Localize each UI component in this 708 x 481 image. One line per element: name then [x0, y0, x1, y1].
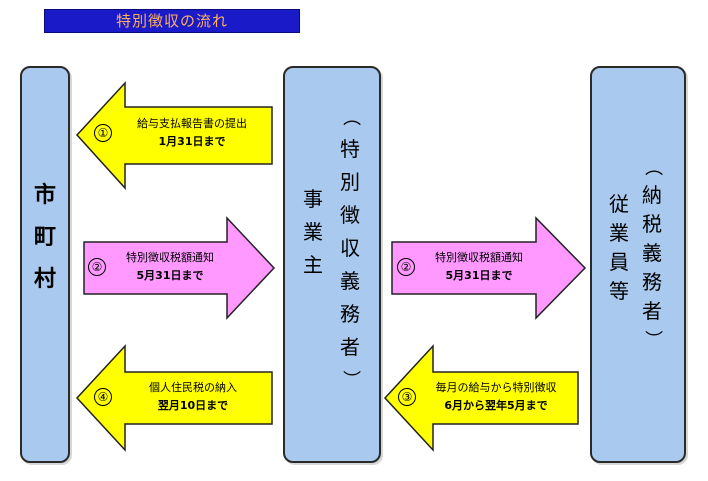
worker-box	[590, 66, 686, 463]
step-number: ④	[94, 388, 112, 406]
employer-char: 業	[303, 220, 323, 244]
step-number: ②	[397, 258, 415, 276]
arrow-label: 特別徴収税額通知 5月31日まで	[412, 249, 546, 285]
worker-char: 等	[609, 279, 629, 303]
worker-sub-char: 者	[642, 299, 662, 323]
employer-sub-char: 特	[340, 137, 360, 161]
arrow-label-line2: 1月31日まで	[158, 135, 226, 148]
arrow-tax-notice-city	[83, 216, 276, 320]
worker-sub-char: 義	[642, 241, 662, 265]
arrow-monthly-collection	[383, 344, 579, 452]
arrow-label-line1: 毎月の給与から特別徴収	[435, 381, 557, 394]
city-box	[20, 66, 70, 463]
arrow-label: 毎月の給与から特別徴収 6月から翌年5月まで	[418, 379, 574, 415]
employer-char: 主	[303, 253, 323, 277]
arrow-label-line1: 個人住民税の納入	[149, 381, 237, 394]
worker-label: 従 業 員 等	[604, 194, 634, 301]
city-char: 市	[33, 183, 56, 208]
arrow-label-line1: 特別徴収税額通知	[126, 251, 214, 264]
employer-sub-char: 別	[340, 170, 360, 194]
arrow-label: 特別徴収税額通知 5月31日まで	[104, 249, 236, 285]
arrow-label: 個人住民税の納入 翌月10日まで	[118, 379, 268, 415]
worker-char: 員	[609, 250, 629, 274]
employer-label: 事 業 主	[298, 189, 328, 275]
step-number: ③	[398, 388, 416, 406]
arrow-label-line2: 5月31日まで	[136, 269, 204, 282]
arrow-label-line2: 6月から翌年5月まで	[444, 399, 548, 412]
city-char: 町	[33, 225, 56, 250]
arrow-submit-report	[75, 81, 273, 190]
arrow-label-line1: 給与支払報告書の提出	[137, 117, 247, 130]
diagram-title: 特別徴収の流れ	[44, 9, 300, 33]
employer-box	[283, 66, 381, 463]
city-char: 村	[33, 267, 56, 292]
worker-char: 業	[609, 221, 629, 245]
arrow-tax-payment	[75, 344, 273, 452]
arrow-tax-notice-employer	[391, 216, 587, 320]
employer-sub-char: 者	[340, 335, 360, 359]
step-number: ②	[88, 258, 106, 276]
arrow-label-line1: 特別徴収税額通知	[435, 251, 523, 264]
worker-sublabel: （ 納 税 義 務 者 ）	[642, 158, 663, 348]
employer-sub-char: 義	[340, 269, 360, 293]
arrow-label: 給与支払報告書の提出 1月31日まで	[114, 115, 270, 151]
city-label: 市 町 村	[20, 185, 70, 291]
employer-sublabel: （ 特 別 徴 収 義 務 者 ）	[340, 108, 361, 388]
worker-char: 従	[609, 192, 629, 216]
employer-char: 事	[303, 187, 323, 211]
worker-sub-char: 務	[642, 270, 662, 294]
employer-sub-char: 徴	[340, 203, 360, 227]
employer-sub-char: 収	[340, 236, 360, 260]
step-number: ①	[94, 124, 112, 142]
employer-sub-char: 務	[340, 302, 360, 326]
arrow-label-line2: 翌月10日まで	[157, 399, 229, 412]
worker-sub-char: 税	[642, 212, 662, 236]
worker-sub-char: 納	[642, 183, 662, 207]
arrow-label-line2: 5月31日まで	[445, 269, 513, 282]
